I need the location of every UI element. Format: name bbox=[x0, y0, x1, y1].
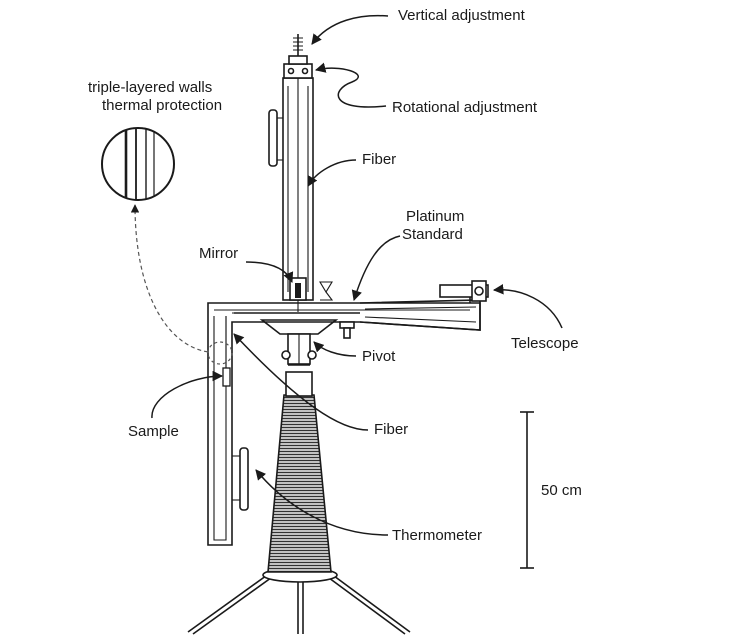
label-fiber-bottom: Fiber bbox=[374, 421, 408, 438]
label-thermometer: Thermometer bbox=[392, 527, 482, 544]
thermometer-lower bbox=[232, 447, 249, 511]
leader-arrows bbox=[151, 14, 563, 536]
label-scale: 50 cm bbox=[541, 482, 582, 499]
label-triple-walls-line1: triple-layered walls bbox=[88, 79, 212, 96]
label-standard: Standard bbox=[402, 226, 463, 243]
label-triple-walls-line2: thermal protection bbox=[102, 97, 222, 114]
label-sample: Sample bbox=[128, 423, 179, 440]
label-pivot: Pivot bbox=[362, 348, 396, 365]
label-mirror: Mirror bbox=[199, 245, 238, 262]
wound-cone-stand bbox=[267, 359, 332, 573]
main-housing bbox=[207, 299, 481, 546]
scale-bar bbox=[520, 411, 534, 569]
tripod bbox=[187, 567, 411, 635]
labels: Vertical adjustment Rotational adjustmen… bbox=[88, 7, 582, 544]
mirror bbox=[289, 277, 334, 312]
pivot-assembly bbox=[259, 319, 339, 365]
label-fiber-top: Fiber bbox=[362, 151, 396, 168]
telescope bbox=[439, 280, 489, 303]
wall-inset-circle bbox=[101, 127, 209, 353]
label-platinum: Platinum bbox=[406, 208, 464, 225]
adjustment-head bbox=[283, 34, 313, 79]
label-telescope: Telescope bbox=[511, 335, 579, 352]
label-rotational-adjustment: Rotational adjustment bbox=[392, 99, 538, 116]
label-vertical-adjustment: Vertical adjustment bbox=[398, 7, 526, 24]
